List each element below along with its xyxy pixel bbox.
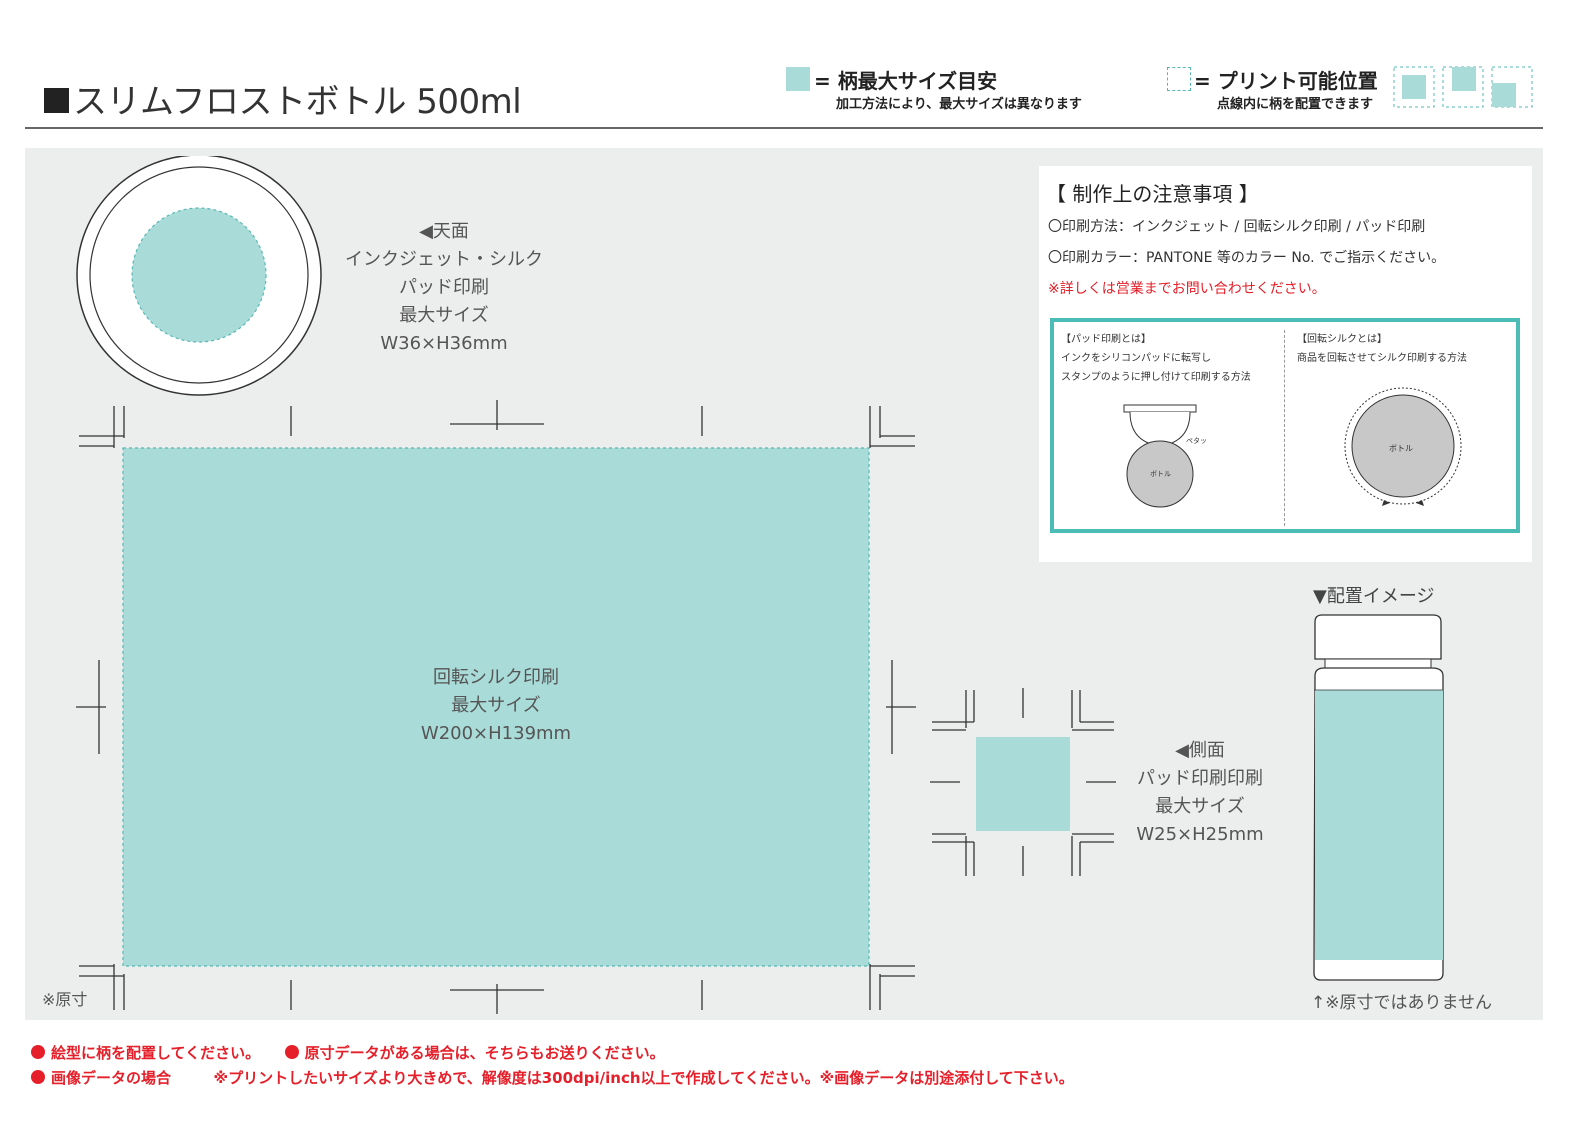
top-face-info: ◀天面 インクジェット・シルク パッド印刷 最大サイズ W36×H36mm [344, 218, 544, 358]
notes-heading: 【 制作上の注意事項 】 [1046, 182, 1259, 206]
side-face-size-label: 最大サイズ [1155, 796, 1245, 817]
legend-print-area-note: 点線内に柄を配置できます [1217, 97, 1374, 112]
pad-bottle-label: ボトル [1150, 470, 1171, 478]
bottle-placement-illustration [1313, 614, 1444, 981]
bullet-icon [31, 1070, 45, 1084]
top-face-method2: パッド印刷 [399, 277, 489, 298]
side-face-info: ◀側面 パッド印刷印刷 最大サイズ W25×H25mm [1120, 737, 1280, 849]
side-face-method: パッド印刷印刷 [1137, 768, 1263, 789]
main-area-size-label: 最大サイズ [451, 695, 541, 716]
notes-line2: 〇印刷カラー：PANTONE 等のカラー No. でご指示ください。 [1048, 250, 1446, 266]
placement-note: ↑※原寸ではありません [1311, 993, 1492, 1013]
rotary-explain: 【回転シルクとは】 商品を回転させてシルク印刷する方法 [1297, 330, 1467, 368]
main-area-method: 回転シルク印刷 [433, 667, 559, 688]
bullet-icon [31, 1045, 45, 1059]
legend-max-size-note: 加工方法により、最大サイズは異なります [836, 97, 1082, 112]
print-method-explanation [1050, 318, 1520, 533]
footer-line1: 絵型に柄を配置してください。 原寸データがある場合は、そちらもお送りください。 [31, 1042, 665, 1063]
header-rule [25, 127, 1543, 129]
footer-line2b: ※プリントしたいサイズより大きめで、解像度は300dpi/inch以上で作成して… [213, 1069, 1074, 1087]
pad-line1: インクをシリコンパッドに転写し [1061, 353, 1211, 364]
pad-contact-label: ペタッ [1186, 437, 1207, 445]
top-face-diagram [76, 156, 322, 396]
main-area-size: W200×H139mm [420, 723, 572, 744]
placement-label: ▼配置イメージ [1313, 586, 1435, 607]
bullet-icon [284, 1045, 299, 1059]
side-face-size: W25×H25mm [1136, 824, 1264, 845]
actual-size-note: ※原寸 [42, 990, 88, 1009]
max-size-swatch [786, 67, 810, 91]
rotary-title: 【回転シルクとは】 [1297, 334, 1387, 345]
side-face-label: ◀側面 [1175, 740, 1225, 761]
placement-examples-icon [1393, 66, 1533, 108]
pad-line2: スタンプのように押し付けて印刷する方法 [1061, 372, 1251, 383]
top-face-size: W36×H36mm [380, 333, 508, 354]
footer-line2: 画像データの場合 ※プリントしたいサイズより大きめで、解像度は300dpi/in… [31, 1067, 1074, 1088]
title-text: スリムフロストボトル 500ml [73, 82, 522, 122]
footer-line1a: 絵型に柄を配置してください。 [51, 1044, 261, 1062]
main-print-area-diagram [76, 400, 916, 1014]
rotary-print-illustration [1344, 387, 1462, 506]
page-title: スリムフロストボトル 500ml [44, 74, 522, 123]
pad-explain: 【パッド印刷とは】 インクをシリコンパッドに転写し スタンプのように押し付けて印… [1061, 330, 1251, 387]
legend-print-area-title: = プリント可能位置 [1194, 69, 1378, 93]
rotary-bottle-label: ボトル [1389, 444, 1413, 453]
print-area-swatch [1167, 67, 1191, 91]
notes-line1: 〇印刷方法：インクジェット / 回転シルク印刷 / パッド印刷 [1048, 219, 1426, 235]
top-face-method: インクジェット・シルク [345, 249, 543, 270]
footer-line2a: 画像データの場合 [51, 1069, 172, 1087]
pad-print-illustration [1123, 404, 1197, 508]
explanation-divider [1284, 330, 1285, 526]
legend-max-size-title: = 柄最大サイズ目安 [814, 69, 998, 93]
footer-line1b: 原寸データがある場合は、そちらもお送りください。 [304, 1044, 665, 1062]
top-face-label: ◀天面 [419, 221, 469, 242]
rotary-line1: 商品を回転させてシルク印刷する方法 [1297, 353, 1467, 364]
notes-line3: ※詳しくは営業までお問い合わせください。 [1048, 281, 1326, 297]
top-face-size-label: 最大サイズ [399, 305, 489, 326]
side-face-diagram [930, 688, 1116, 876]
main-area-info: 回転シルク印刷 最大サイズ W200×H139mm [396, 664, 596, 748]
title-square-icon [44, 88, 69, 113]
pad-title: 【パッド印刷とは】 [1061, 334, 1151, 345]
